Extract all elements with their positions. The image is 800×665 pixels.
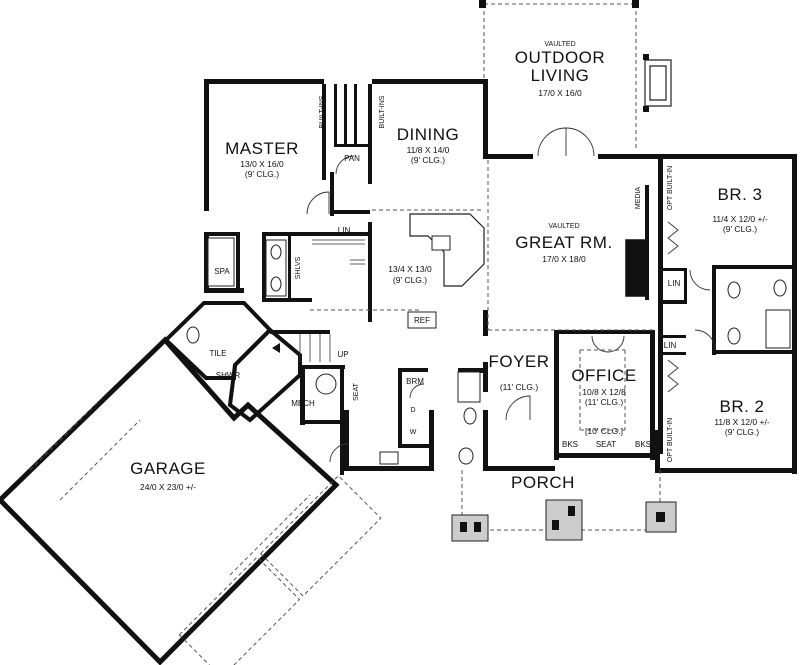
shwr-label: SHWR [216, 371, 241, 380]
master-dims: 13/0 X 16/0 [240, 159, 284, 169]
outdoor-name-line1: OUTDOOR [515, 48, 605, 67]
outdoor-dims: 17/0 X 16/0 [538, 88, 582, 98]
pan-label: PAN [344, 154, 360, 163]
media-label: MEDIA [635, 187, 642, 210]
great-dims: 17/0 X 18/0 [542, 254, 586, 264]
porch-name: PORCH [511, 473, 575, 492]
kitchen-dims: 13/4 X 13/0 [388, 264, 432, 274]
br3-dims: 11/4 X 12/0 +/- [712, 214, 768, 224]
br3-name: BR. 3 [717, 185, 762, 204]
seat-label-2: SEAT [596, 440, 616, 449]
washer-label: W [410, 429, 417, 436]
lin-label-3: LIN [664, 341, 677, 350]
garage-name: GARAGE [130, 459, 206, 478]
outdoor-name-line2: LIVING [531, 66, 590, 85]
seat-label-1: SEAT [353, 382, 360, 400]
master-clg: (9' CLG.) [245, 169, 279, 179]
lin-label-2: LIN [668, 279, 681, 288]
room-labels: VAULTED OUTDOOR LIVING 17/0 X 16/0 MASTE… [130, 41, 770, 492]
br3-clg: (9' CLG.) [723, 224, 757, 234]
kitchen-clg: (9' CLG.) [393, 275, 427, 285]
dashed-guides [310, 160, 661, 531]
garage [0, 336, 382, 665]
office-dims: 10/8 X 12/8 [582, 387, 626, 397]
outdoor-fireplace [644, 59, 672, 107]
ref-label: REF [414, 316, 430, 325]
garage-dims: 24/0 X 23/0 +/- [140, 482, 196, 492]
porch-columns [451, 499, 677, 542]
fixtures [186, 213, 791, 542]
office-clg: (11' CLG.) [585, 397, 623, 407]
foyer-clg: (11' CLG.) [500, 382, 538, 392]
dryer-label: D [410, 407, 415, 414]
exterior-walls [204, 79, 797, 474]
opt-builtin-label-2: OPT BUILT-IN [667, 418, 674, 462]
foyer-name: FOYER [488, 352, 549, 371]
builtins-label-2: BUILT-INS [379, 95, 386, 128]
doors [306, 127, 716, 463]
office-clg2: [10' CLG.] [585, 426, 623, 436]
spa-label: SPA [214, 267, 230, 276]
office-name: OFFICE [571, 366, 636, 385]
brm-label: BRM [406, 377, 424, 386]
master-name: MASTER [225, 139, 299, 158]
dining-clg: (9' CLG.) [411, 155, 445, 165]
great-note: VAULTED [548, 223, 579, 230]
builtins-label-1: BUILT-INS [319, 95, 326, 128]
interior-walls [163, 84, 797, 475]
bks-label-1: BKS [562, 440, 578, 449]
up-label: UP [337, 350, 348, 359]
small-labels: BUILT-INS BUILT-INS PAN LIN LIN LIN SPA … [210, 95, 681, 462]
dining-dims: 11/8 X 14/0 [407, 145, 450, 155]
bks-label-2: BKS [635, 440, 651, 449]
mech-label: MECH [291, 399, 315, 408]
opt-builtin-label-1: OPT BUILT-IN [667, 166, 674, 210]
dining-name: DINING [397, 125, 460, 144]
outdoor-note: VAULTED [544, 41, 575, 48]
br2-dims: 11/8 X 12/0 +/- [714, 417, 770, 427]
great-name: GREAT RM. [515, 233, 612, 252]
br2-clg: (9' CLG.) [725, 427, 759, 437]
lin-label-1: LIN [338, 226, 351, 235]
br2-name: BR. 2 [719, 397, 764, 416]
tile-label: TILE [210, 349, 227, 358]
shlvs-label: SHLVS [295, 256, 302, 279]
